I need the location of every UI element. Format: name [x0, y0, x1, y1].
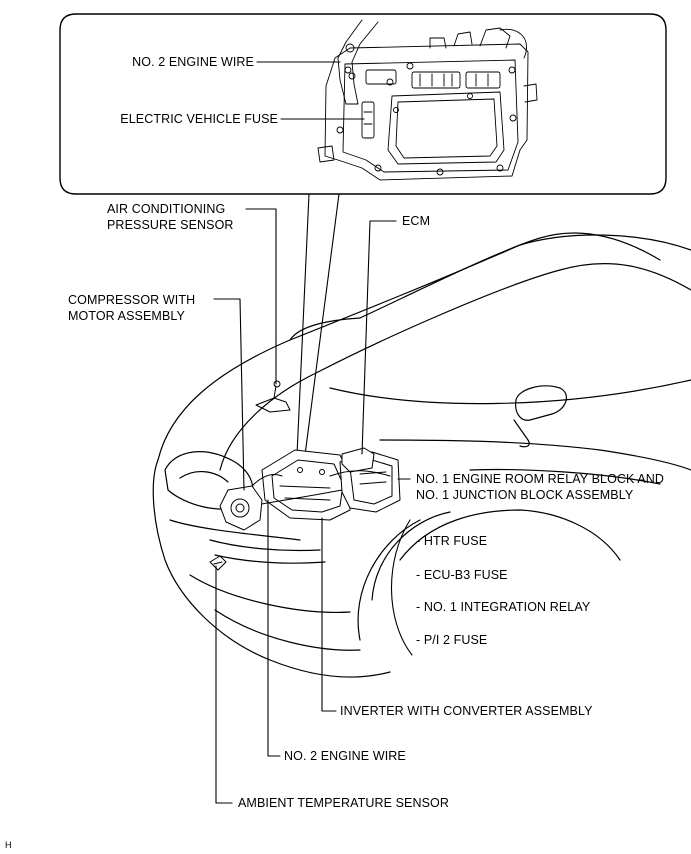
- no2-engine-wire-callout-label: NO. 2 ENGINE WIRE: [132, 55, 254, 69]
- no2-engine-wire-label: NO. 2 ENGINE WIRE: [284, 749, 406, 763]
- fuse-list-item-htr: - HTR FUSE: [416, 534, 488, 548]
- ecm-part: [341, 447, 375, 473]
- ac-pressure-sensor-part: [255, 380, 291, 413]
- callout-leader-lines: [256, 61, 365, 120]
- inverter-label: INVERTER WITH CONVERTER ASSEMBLY: [340, 704, 593, 718]
- ambient-temperature-sensor-label: AMBIENT TEMPERATURE SENSOR: [238, 796, 449, 810]
- ambient-temperature-sensor-part: [209, 555, 227, 571]
- inverter-detail-drawing: [317, 19, 538, 181]
- inverter-part: [261, 449, 353, 521]
- fuse-list-item-pi2: - P/I 2 FUSE: [416, 633, 488, 647]
- ecm-label: ECM: [402, 214, 431, 228]
- electric-vehicle-fuse-label: ELECTRIC VEHICLE FUSE: [120, 112, 278, 126]
- ac-pressure-sensor-label-line1: AIR CONDITIONING: [107, 202, 226, 216]
- ac-pressure-sensor-label-line2: PRESSURE SENSOR: [107, 218, 234, 232]
- vehicle-outline: [152, 232, 691, 678]
- leader-lines: [213, 208, 411, 804]
- compressor-label-line1: COMPRESSOR WITH: [68, 293, 196, 307]
- compressor-part: [219, 485, 263, 531]
- relay-block-label-line2: NO. 1 JUNCTION BLOCK ASSEMBLY: [416, 488, 634, 502]
- fuse-list-item-ecu-b3: - ECU-B3 FUSE: [416, 568, 508, 582]
- fuse-list-bracket: [391, 519, 413, 656]
- corner-mark: H: [5, 840, 12, 850]
- relay-block-label-line1: NO. 1 ENGINE ROOM RELAY BLOCK AND: [416, 472, 665, 486]
- compressor-label-line2: MOTOR ASSEMBLY: [68, 309, 185, 323]
- fuse-list-item-integration-relay: - NO. 1 INTEGRATION RELAY: [416, 600, 591, 614]
- engine-bay-components: [209, 380, 401, 571]
- detail-callout-box: [59, 13, 667, 456]
